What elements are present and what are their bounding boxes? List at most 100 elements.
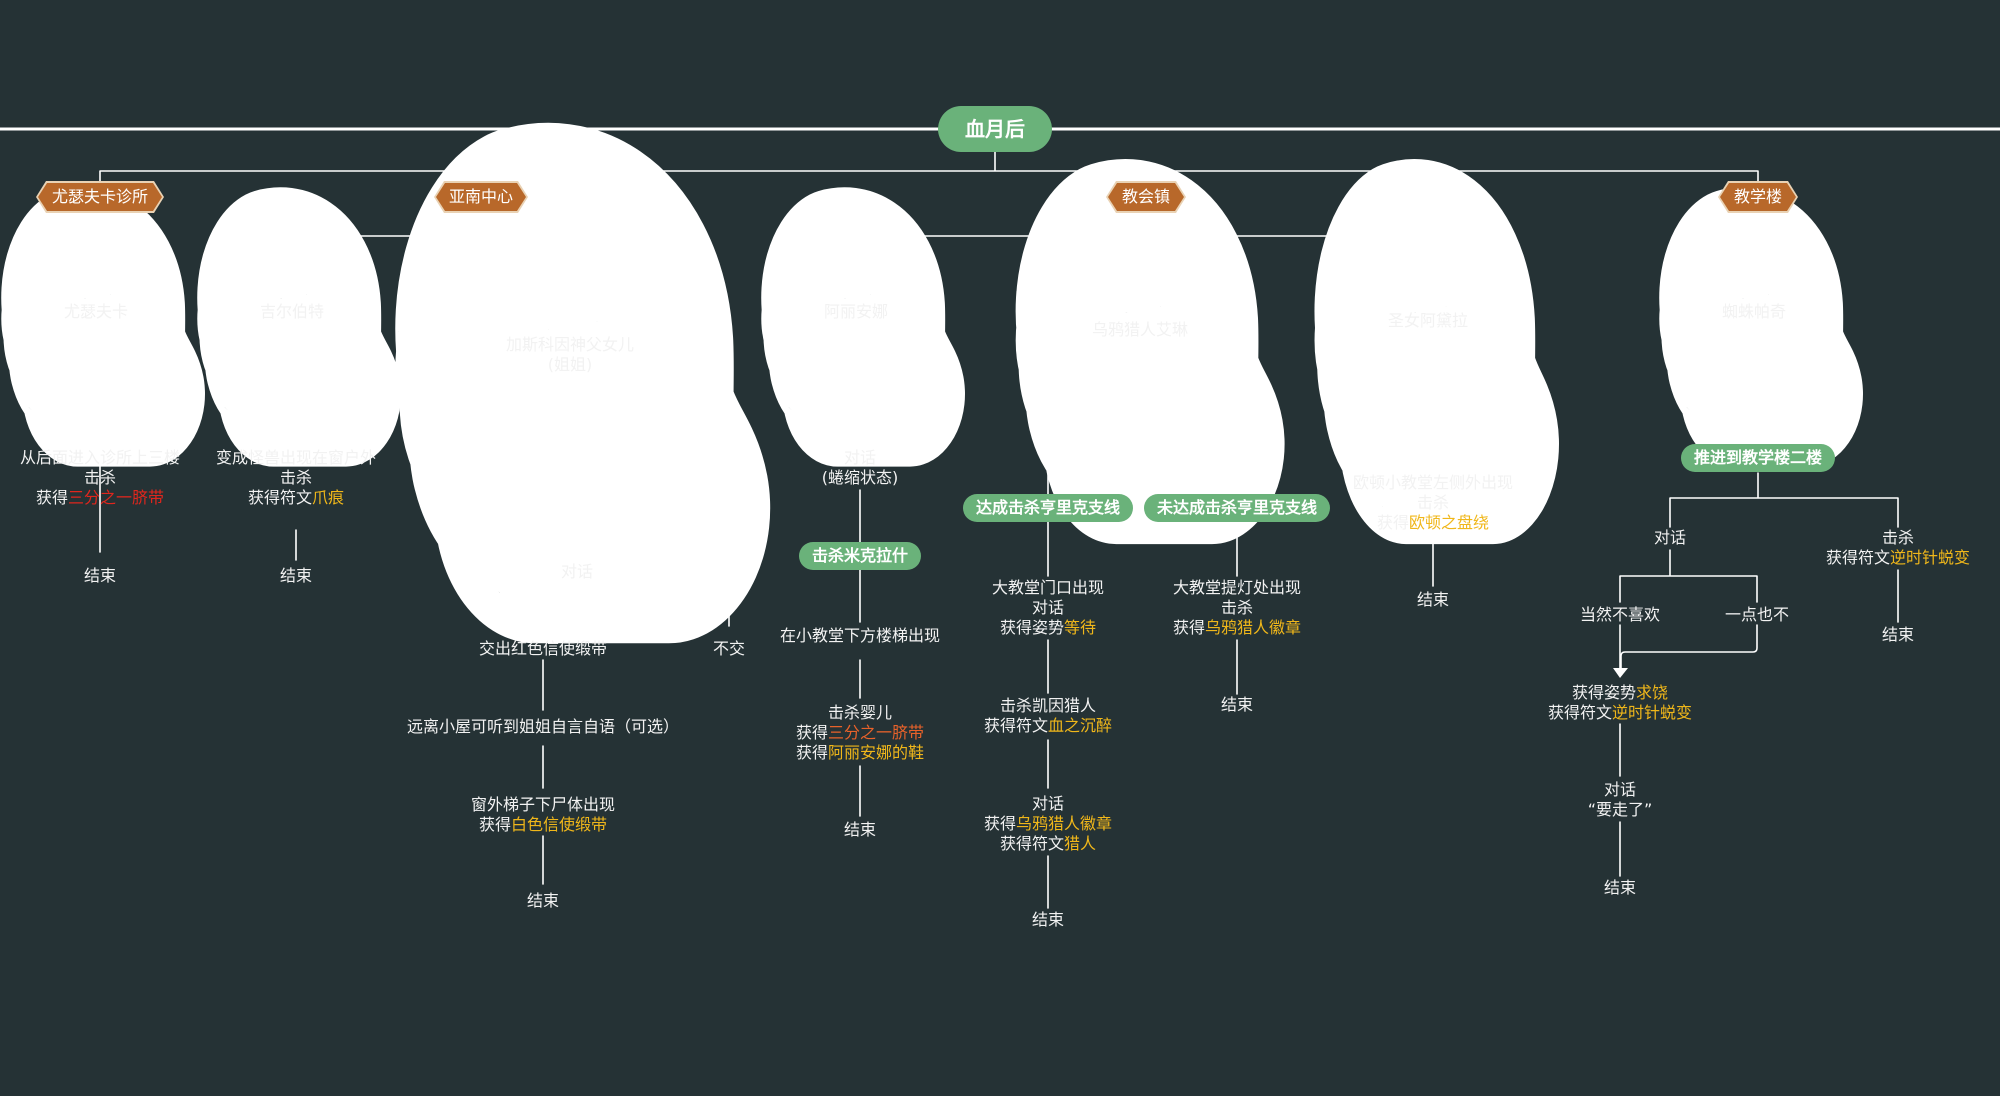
eileen-yes-end: 结束 [1031,910,1065,929]
reward-prefix: 获得 [983,814,1016,833]
reward-item: 乌鸦猎人徽章 [1205,618,1302,637]
head-icon-yusefka [56,260,150,394]
arrow-head-icon [1613,668,1628,678]
patches-answer2: 一点也不 [1724,605,1790,624]
head-icon-adella [1380,259,1493,444]
step-text: 变成怪兽出现在窗户外 [215,448,377,467]
head-icon-eileen [1088,259,1212,444]
patches-answer1: 当然不喜欢 [1579,605,1661,624]
reward-line: 获得符文逆时针蜕变 [1548,703,1692,723]
head-icon-arianna [816,260,910,394]
reward-item: 求饶 [1636,683,1669,702]
reward-line: 获得乌鸦猎人徽章 [984,814,1112,834]
step-text: 大教堂门口出现 [991,578,1105,597]
eileen-no-step1: 大教堂提灯处出现 击杀 获得乌鸦猎人徽章 [1173,578,1301,638]
reward-prefix: 获得符文 [1547,703,1612,722]
reward-prefix: 获得 [795,723,828,742]
step-text: 对话 [843,448,876,467]
step-note: “要走了” [1587,800,1653,819]
reward-prefix: 获得符文 [1825,548,1890,567]
step-text: 从后面进入诊所上三楼 [19,448,181,467]
daughter-option-give: 交出红色信使缎带 [478,639,608,658]
step-text: 欧顿小教堂左侧外出现 [1352,473,1514,492]
step-text: 对话 [1031,598,1065,617]
condition-henryk-not-done[interactable]: 未达成击杀亨里克支线 [1143,494,1331,522]
adella-end: 结束 [1416,590,1450,609]
reward-item: 逆时针蜕变 [1612,703,1693,722]
reward-item: 乌鸦猎人徽章 [1016,814,1113,833]
location-node-yanan[interactable]: 亚南中心 [434,181,528,213]
location-label: 尤瑟夫卡诊所 [38,183,162,211]
location-label: 教学楼 [1720,183,1796,211]
reward-item: 欧顿之盘绕 [1408,513,1490,532]
reward-line: 获得白色信使缎带 [471,815,615,835]
arianna-step2: 在小教堂下方楼梯出现 [779,626,941,645]
patches-end: 结束 [1603,878,1637,897]
reward-item: 阿丽安娜的鞋 [828,743,925,762]
step-text: 击杀 [1881,528,1914,547]
reward-prefix: 获得 [1376,513,1409,532]
patches-talk: 对话 [1653,528,1687,547]
head-icon-patches [1714,260,1808,394]
eileen-yes-step2: 击杀凯因猎人 获得符文血之沉醉 [984,696,1112,736]
condition-school-second-floor[interactable]: 推进到教学楼二楼 [1680,444,1836,472]
arianna-end: 结束 [843,820,877,839]
reward-line: 获得三分之一脐带 [20,488,180,508]
location-node-church-town[interactable]: 教会镇 [1106,181,1186,213]
location-node-school[interactable]: 教学楼 [1718,181,1798,213]
step-text: 击杀 [279,468,313,487]
character-yusefka[interactable]: 尤瑟夫卡 [63,302,129,321]
reward-prefix: 获得姿势 [999,618,1064,637]
eileen-yes-step3: 对话 获得乌鸦猎人徽章 获得符文猎人 [984,794,1112,854]
character-gascoigne-daughter[interactable]: 加斯科因神父女儿 (姐姐) [506,335,634,375]
location-label: 亚南中心 [436,183,526,211]
step-text: 击杀 [83,468,117,487]
step-text: 对话 [1603,780,1636,799]
location-label: 教会镇 [1108,183,1184,211]
step-text: 对话 [1031,794,1064,813]
reward-line: 获得符文血之沉醉 [984,716,1112,736]
reward-line: 获得三分之一脐带 [796,723,924,743]
location-node-clinic[interactable]: 尤瑟夫卡诊所 [36,181,164,213]
reward-prefix: 获得 [795,743,828,762]
reward-item: 血之沉醉 [1048,716,1113,735]
reward-item: 三分之一脐带 [828,723,925,742]
character-arianna[interactable]: 阿丽安娜 [823,302,889,321]
reward-line: 获得符文猎人 [984,834,1112,854]
gilbert-end: 结束 [279,566,313,585]
root-node[interactable]: 血月后 [938,106,1052,152]
reward-prefix: 获得 [35,488,68,507]
reward-line: 获得符文逆时针蜕变 [1826,548,1970,568]
reward-line: 获得符文爪痕 [216,488,376,508]
reward-line: 获得姿势等待 [992,618,1104,638]
condition-henryk-done[interactable]: 达成击杀亨里克支线 [962,494,1134,522]
daughter-talk: 对话 [560,562,594,581]
reward-item: 白色信使缎带 [510,815,608,834]
reward-prefix: 获得 [478,815,511,834]
step-note: (蜷缩状态) [821,468,899,487]
reward-item: 爪痕 [311,488,345,507]
gilbert-step1: 变成怪兽出现在窗户外 击杀 获得符文爪痕 [216,448,376,508]
clinic-end: 结束 [83,566,117,585]
reward-prefix: 获得符文 [247,488,312,507]
arianna-talk: 对话 (蜷缩状态) [822,448,899,488]
step-text: 击杀凯因猎人 [999,696,1096,715]
daughter-option-no: 不交 [712,639,746,658]
condition-kill-micolash[interactable]: 击杀米克拉什 [798,542,922,570]
reward-prefix: 获得姿势 [1571,683,1636,702]
reward-item: 逆时针蜕变 [1890,548,1971,567]
patches-reward: 获得姿势求饶 获得符文逆时针蜕变 [1548,683,1692,723]
adella-step1: 欧顿小教堂左侧外出现 击杀 获得欧顿之盘绕 [1353,473,1513,533]
reward-line: 获得乌鸦猎人徽章 [1173,618,1301,638]
reward-item: 等待 [1063,618,1097,637]
character-patches[interactable]: 蜘蛛帕奇 [1721,302,1787,321]
step-text: 击杀 [1416,493,1450,512]
character-eileen[interactable]: 乌鸦猎人艾琳 [1091,320,1189,339]
arianna-step3: 击杀婴儿 获得三分之一脐带 获得阿丽安娜的鞋 [796,703,924,763]
character-gilbert[interactable]: 吉尔伯特 [259,302,325,321]
character-adella[interactable]: 圣女阿黛拉 [1387,311,1469,330]
step-text: 击杀婴儿 [827,703,892,722]
step-text: 窗外梯子下尸体出现 [470,795,616,814]
character-name: 加斯科因神父女儿 [505,335,635,354]
